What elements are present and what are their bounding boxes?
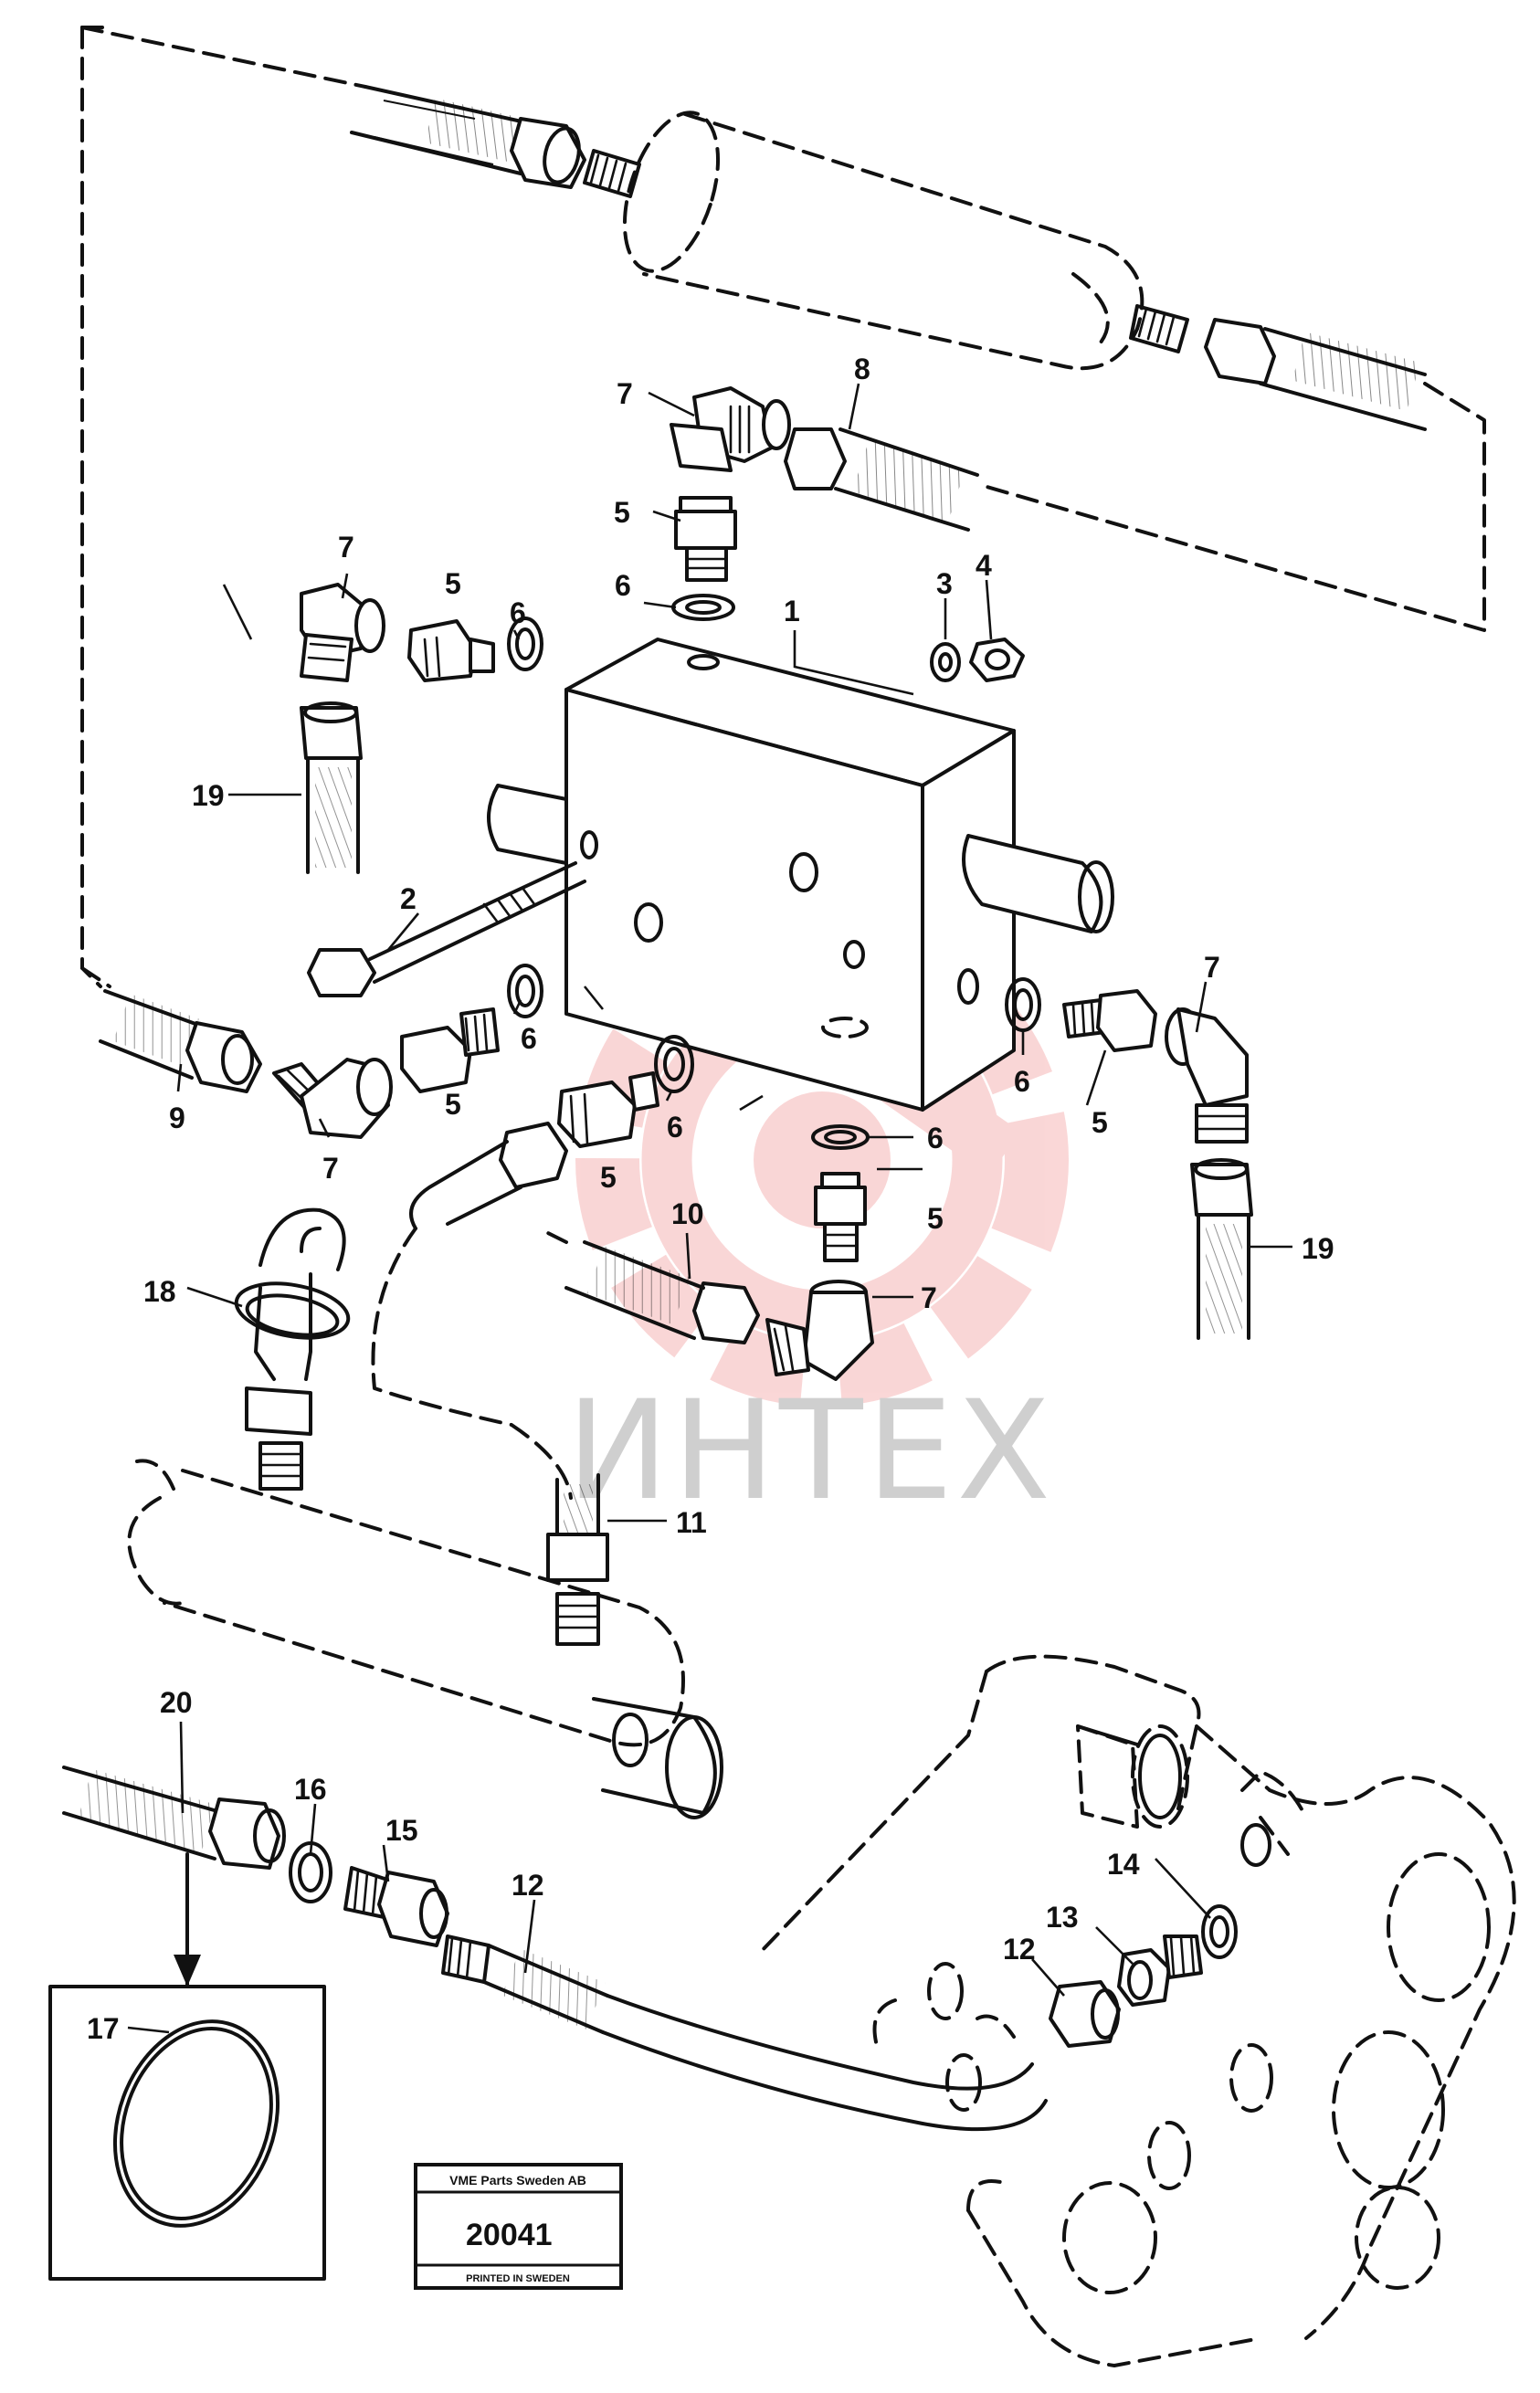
label-6-right: 6 [1014, 1065, 1030, 1098]
adapter-fitting-15 [343, 1866, 449, 1947]
inset-box [48, 1852, 326, 2281]
label-19-left: 19 [192, 779, 225, 812]
label-17: 17 [87, 2012, 120, 2045]
accumulator-top [583, 111, 1189, 371]
label-9: 9 [169, 1102, 185, 1134]
stamp-box: VME Parts Sweden AB 20041 PRINTED IN SWE… [414, 2163, 623, 2290]
label-13: 13 [1046, 1901, 1079, 1934]
label-8: 8 [854, 353, 870, 385]
hose-top-left [350, 85, 586, 189]
part-labels: 1 2 3 4 5 5 5 5 5 5 6 6 6 6 6 6 7 7 7 7 … [87, 353, 1334, 2045]
hose-9 [80, 966, 262, 1093]
label-7-bottom: 7 [921, 1281, 937, 1314]
adapter-fitting-top [674, 496, 737, 582]
label-18: 18 [143, 1275, 176, 1308]
label-10: 10 [671, 1197, 704, 1230]
adapter-fitting-lower-mid [557, 1071, 659, 1148]
bolt-2 [307, 861, 586, 997]
hose-10 [546, 1231, 760, 1344]
sealing-washer-lower-mid [654, 1035, 694, 1093]
label-5-lower-mid: 5 [600, 1161, 617, 1194]
label-16: 16 [294, 1773, 327, 1806]
label-7-top: 7 [617, 377, 633, 410]
hose-end-fitting-left [245, 1386, 312, 1491]
label-20: 20 [160, 1686, 193, 1719]
label-11: 11 [676, 1506, 707, 1539]
label-12-left: 12 [512, 1869, 544, 1902]
hose-19-left [300, 701, 363, 874]
hose-end-12-right [1049, 1980, 1121, 2048]
sealing-washer-lower-left [507, 964, 543, 1018]
label-2: 2 [400, 882, 417, 915]
washer-3 [930, 642, 961, 682]
elbow-fitting-bottom [765, 1280, 874, 1381]
hose-top-right [976, 318, 1486, 632]
adapter-fitting-upper-left [407, 619, 495, 682]
label-5-left: 5 [445, 567, 461, 600]
label-6-left: 6 [510, 596, 526, 629]
hose-19-right [1190, 1158, 1253, 1340]
label-5-bottom: 5 [927, 1202, 944, 1235]
stamp-company: VME Parts Sweden AB [449, 2173, 586, 2187]
o-ring-17 [112, 2019, 280, 2228]
watermark-text: ИНТЕХ [566, 1372, 1054, 1531]
label-7-lower-left: 7 [322, 1152, 339, 1185]
hose-12-left [441, 1934, 1048, 2132]
elbow-fitting-top [670, 386, 791, 472]
hose-20 [62, 1766, 286, 1870]
label-5-right: 5 [1092, 1106, 1108, 1139]
hose-clamp-18 [234, 1207, 351, 1381]
adapter-fitting-bottom [814, 1172, 867, 1262]
label-3: 3 [936, 567, 953, 600]
frame-bracket-dashed [756, 1654, 1516, 2367]
label-6-top: 6 [615, 569, 631, 602]
label-6-lower-mid: 6 [667, 1111, 683, 1144]
hose-8 [784, 427, 979, 532]
label-12-right: 12 [1003, 1933, 1036, 1966]
label-1: 1 [784, 595, 800, 627]
elbow-fitting-upper-left [300, 583, 385, 682]
label-5-lower-left: 5 [445, 1088, 461, 1121]
label-6-lower-left: 6 [521, 1022, 537, 1055]
adapter-fitting-lower-left [400, 1007, 500, 1093]
label-15: 15 [385, 1814, 418, 1847]
hose-lower-mid [371, 1122, 573, 1500]
stamp-footer: PRINTED IN SWEDEN [466, 2273, 570, 2284]
sealing-washer-top [671, 594, 735, 621]
hose-outline-left-dashed [80, 26, 102, 988]
stamp-number: 20041 [466, 2218, 553, 2252]
label-19-right: 19 [1302, 1232, 1334, 1265]
sealing-washer-upper-left [507, 617, 543, 671]
hose-end-fitting-11 [546, 1473, 609, 1646]
valve-block [487, 638, 1114, 1112]
label-7-right: 7 [1204, 951, 1220, 984]
adapter-fitting-13 [1117, 1934, 1203, 2007]
label-6-bottom: 6 [927, 1122, 944, 1154]
cylinder-lower [127, 1459, 723, 1819]
adapter-fitting-right [1062, 989, 1157, 1052]
leader-lines [127, 383, 1292, 2034]
elbow-fitting-right [1165, 1007, 1249, 1144]
label-4: 4 [976, 549, 992, 582]
elbow-fitting-lower-left [272, 1058, 393, 1139]
sealing-washer-14 [1201, 1904, 1238, 1959]
label-7-left: 7 [338, 531, 354, 564]
label-5-top: 5 [614, 496, 630, 529]
nut-4 [969, 638, 1025, 682]
label-14: 14 [1107, 1848, 1140, 1881]
